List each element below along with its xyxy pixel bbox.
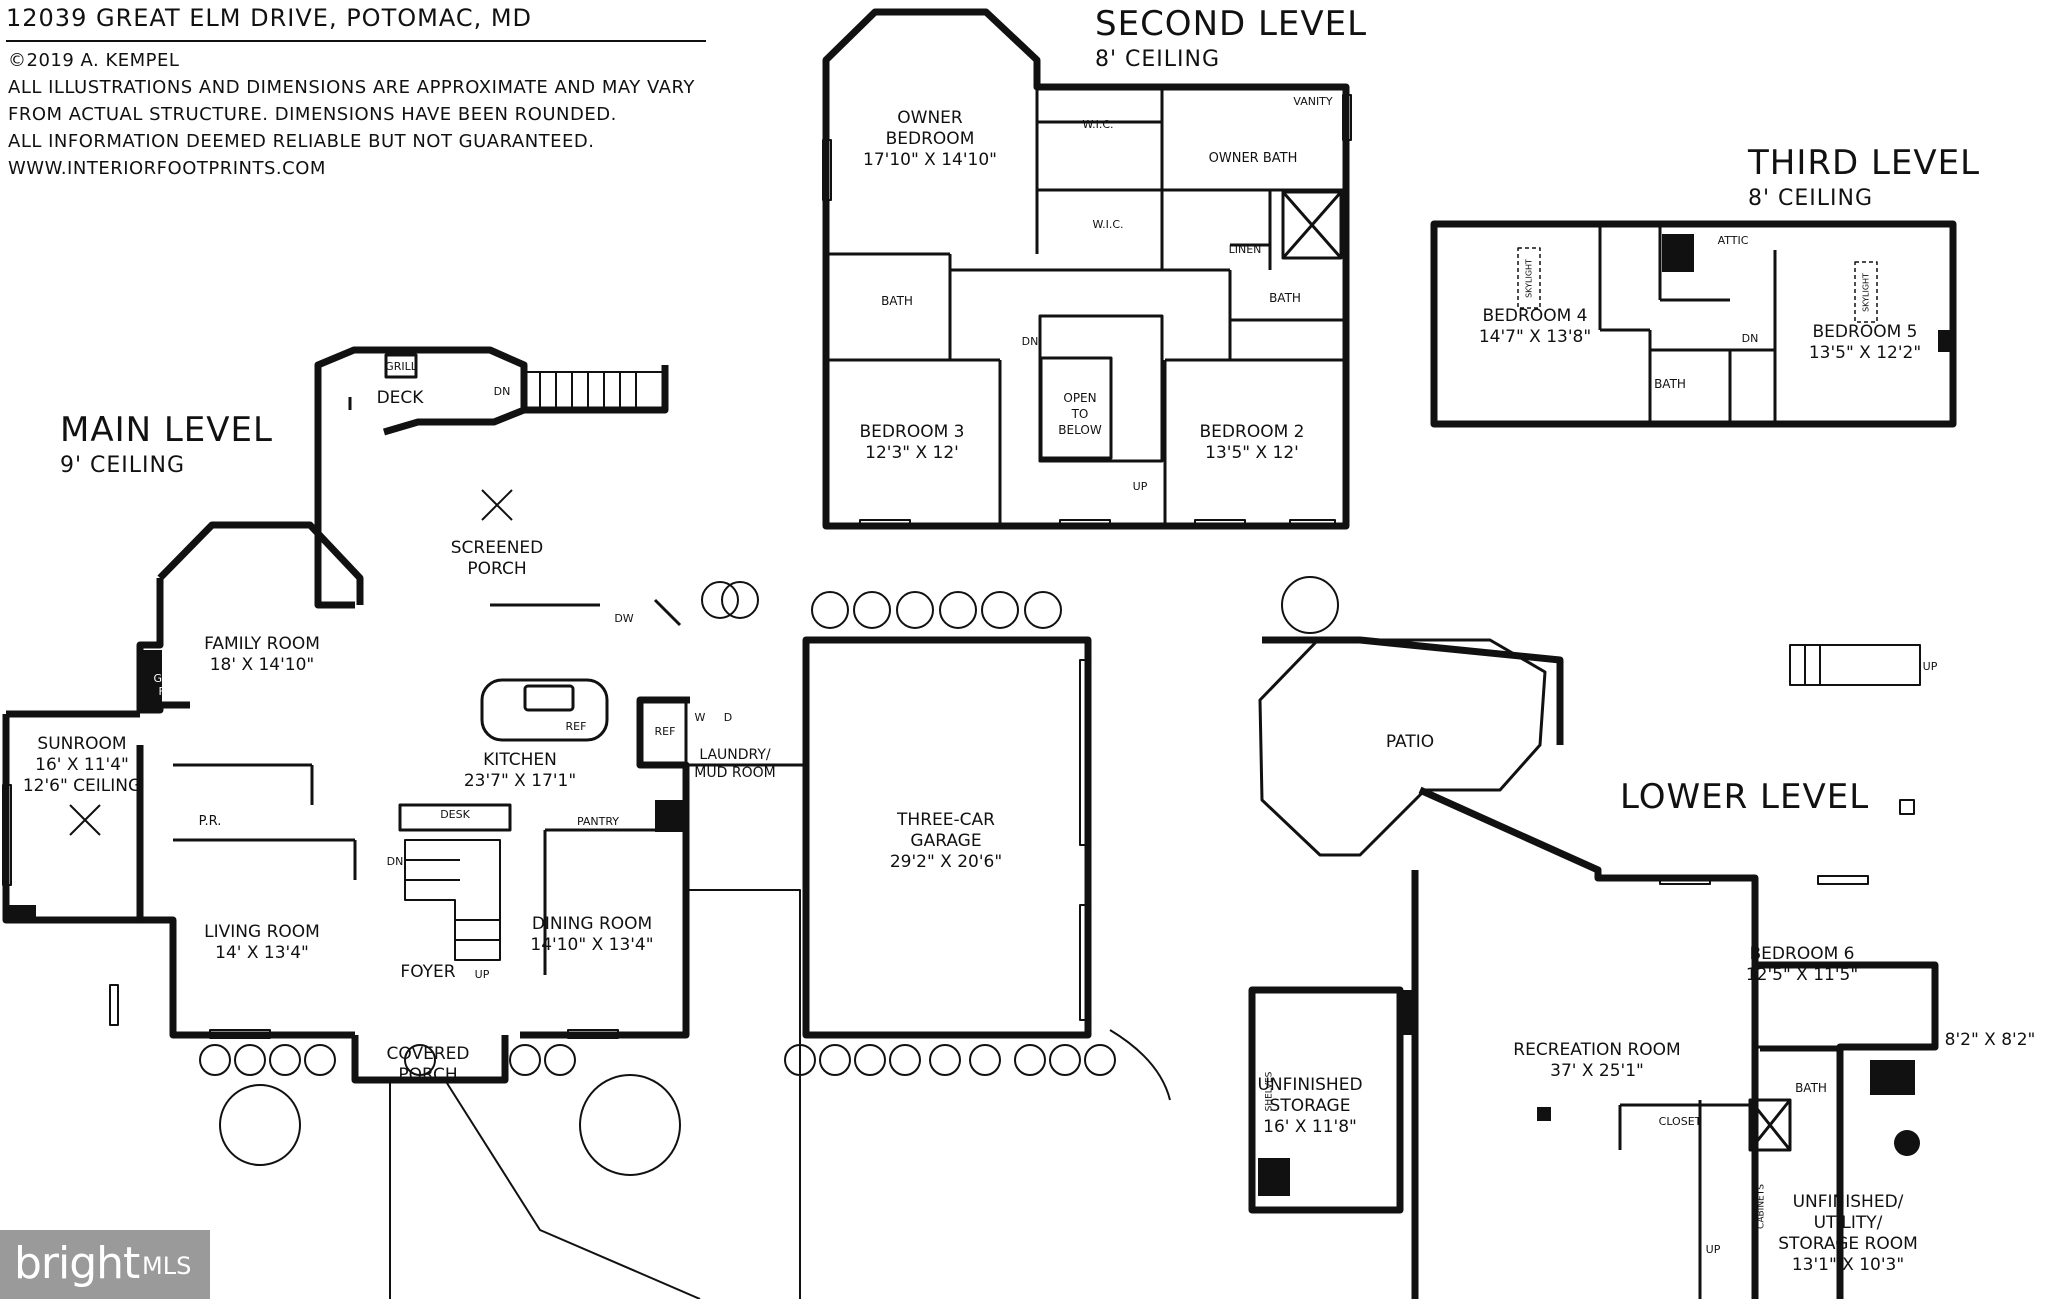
front-walkway [389,1079,701,1299]
disclaimer-line-2: FROM ACTUAL STRUCTURE. DIMENSIONS HAVE B… [8,104,617,125]
linen-label: LINEN [1228,243,1262,256]
cabinets-label: CABINETS [1756,1184,1767,1229]
second-level-interior [826,87,1346,526]
powder-room-label: P.R. [198,814,222,829]
dn-label-2: DN [1021,335,1039,348]
skylights [1517,247,1878,323]
third-level-interior [1598,224,1777,424]
lower-level-title: LOWER LEVEL [1620,777,1870,817]
main-level-title: MAIN LEVEL [60,410,273,450]
garage-doors [1079,659,1091,1021]
dn-label-3: DN [1741,332,1759,345]
utility-block [1870,1060,1915,1095]
deck-label: DECK [376,388,424,408]
skylight-label-2: SKYLIGHT [1861,273,1871,312]
wic-label-2: W.I.C. [1092,218,1124,231]
exterior-stairs [1789,644,1921,686]
lower-level-windows [1659,875,1869,885]
closet-label: CLOSET [1658,1115,1702,1128]
bath-label-2a: BATH [881,294,913,308]
second-level-windows [822,94,1352,529]
landscaping-shrubs [199,576,1339,1176]
patio-label: PATIO [1385,732,1435,752]
deck-stairs [524,371,666,413]
grill-label: GRILL [385,360,417,373]
foyer-label: FOYER [400,962,456,982]
wic-label-1: W.I.C. [1082,118,1114,131]
up-label-lower: UP [1705,1243,1721,1256]
chimney-block-3 [1662,234,1694,272]
vanity-label: VANITY [1293,95,1333,108]
second-level-ceiling: 8' CEILING [1095,47,1221,72]
ref-label-hall: REF [654,725,676,738]
third-level-plan [1430,220,1957,428]
main-level-ceiling: 9' CEILING [60,453,186,478]
third-level-title: THIRD LEVEL [1748,143,1981,183]
dryer-label: D [723,711,733,724]
dn-label-main: DN [386,855,404,868]
dn-label-deck: DN [493,385,511,398]
header-divider [6,40,706,42]
watermark-suffix: MLS [142,1252,192,1280]
skylight-label-1: SKYLIGHT [1524,259,1534,298]
ceiling-fan-icon [69,489,513,836]
bath-label-2b: BATH [1269,291,1301,305]
second-level-title: SECOND LEVEL [1095,4,1368,44]
bath-label-3: BATH [1654,377,1686,391]
lower-level-plan [1248,636,1939,1299]
second-level-plan [822,8,1350,530]
owner-bath-label: OWNER BATH [1208,151,1298,166]
bath-label-lower: BATH [1795,1081,1827,1095]
extra-room-label: 8'2" X 8'2" [1944,1030,2036,1050]
dw-label: DW [614,612,634,625]
attic-label: ATTIC [1717,234,1749,247]
main-level-windows [2,784,619,1039]
patio-outline [1258,638,1547,857]
desk-label: DESK [440,808,470,821]
disclaimer-line-3: ALL INFORMATION DEEMED RELIABLE BUT NOT … [8,131,595,152]
website[interactable]: WWW.INTERIORFOOTPRINTS.COM [8,158,326,179]
main-level-interior [138,353,806,975]
ref-label-kitchen: REF [565,720,587,733]
copyright: ©2019 A. KEMPEL [8,50,180,71]
pantry-label: PANTRY [576,815,620,828]
up-label-main: UP [474,968,490,981]
laundry-mudroom-label: LAUNDRY/MUD ROOM [694,747,776,781]
up-label-2: UP [1132,480,1148,493]
main-staircase [404,839,501,961]
shelves-label: SHELVES [1264,1071,1275,1112]
address-title: 12039 GREAT ELM DRIVE, POTOMAC, MD [6,4,533,32]
washer-label: W [694,711,706,724]
fireplace-block [140,650,162,710]
up-label-exterior: UP [1922,660,1938,673]
watermark-brand: bright [14,1238,140,1289]
bright-mls-watermark: bright MLS [0,1230,210,1299]
lower-level-interior [1618,1045,1840,1299]
disclaimer-line-1: ALL ILLUSTRATIONS AND DIMENSIONS ARE APP… [8,77,695,98]
water-heater-icon [1894,1130,1920,1156]
third-level-ceiling: 8' CEILING [1748,186,1874,211]
